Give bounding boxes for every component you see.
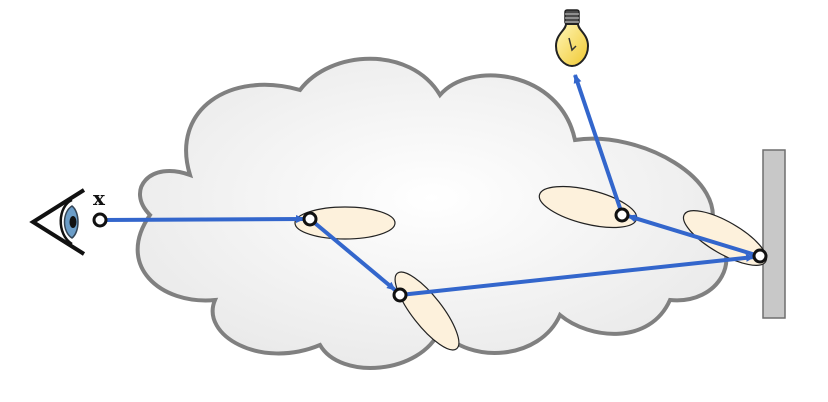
light-path <box>99 74 760 297</box>
wall-surface <box>762 149 786 319</box>
light-bulb-icon <box>554 9 590 68</box>
phase-lobe-1 <box>294 206 396 240</box>
path-vertices <box>92 207 768 303</box>
eye-icon <box>29 188 86 256</box>
vertex-3 <box>614 207 630 223</box>
path-segment-1 <box>99 215 305 224</box>
path-segment-3 <box>399 253 755 297</box>
vertex-surface <box>752 248 768 264</box>
camera-vertex-label: x <box>93 186 106 210</box>
path-segment-2 <box>308 217 397 292</box>
phase-lobe-2 <box>394 271 460 351</box>
path-segment-5 <box>573 74 624 215</box>
cloud-medium <box>135 56 729 370</box>
path-segment-4 <box>627 214 760 258</box>
vertex-camera <box>92 212 108 228</box>
vertex-2 <box>392 287 408 303</box>
vertex-1 <box>302 211 318 227</box>
